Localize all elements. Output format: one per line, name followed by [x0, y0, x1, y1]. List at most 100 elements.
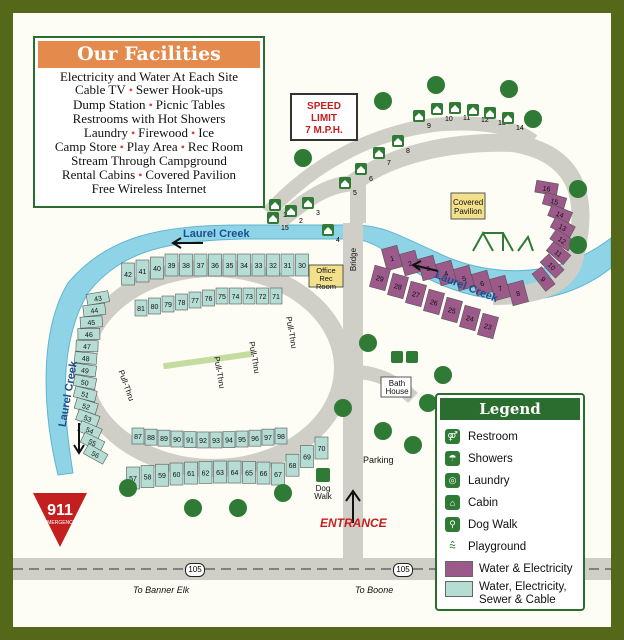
- facility-line: Cable TV • Sewer Hook-ups: [35, 83, 263, 97]
- svg-text:15: 15: [281, 225, 289, 232]
- facilities-box: Our Facilities Electricity and Water At …: [33, 36, 265, 208]
- tree: [569, 236, 587, 254]
- cabin-4: 4: [322, 224, 340, 244]
- legend-box: Legend ⚤Restroom ☂Showers ◎Laundry ⌂Cabi…: [435, 393, 585, 611]
- site-77: 77: [188, 291, 202, 309]
- cabin-3: 3: [302, 197, 320, 217]
- svg-text:11: 11: [463, 115, 470, 122]
- svg-text:74: 74: [232, 294, 240, 301]
- svg-text:94: 94: [225, 438, 233, 445]
- svg-text:80: 80: [151, 304, 159, 311]
- site-90: 90: [170, 430, 184, 448]
- facility-item: Electricity and Water At Each Site: [59, 69, 239, 84]
- road-upper-cabins: [262, 116, 538, 218]
- svg-text:97: 97: [264, 435, 272, 442]
- facility-line: Electricity and Water At Each Site: [35, 70, 263, 83]
- svg-text:1: 1: [390, 256, 396, 264]
- bullet-dot: •: [125, 83, 136, 98]
- legend-full-hookup: Water, Electricity, Sewer & Cable: [445, 581, 579, 607]
- svg-text:57: 57: [129, 476, 137, 483]
- site-98: 98: [274, 427, 288, 445]
- svg-text:93: 93: [212, 438, 220, 445]
- emergency-text: EMERGENCY: [44, 520, 77, 526]
- svg-text:42: 42: [124, 272, 132, 279]
- bullet-dot: •: [177, 140, 188, 155]
- svg-text:47: 47: [83, 344, 91, 351]
- tree: [334, 399, 352, 417]
- legend-title: Legend: [440, 398, 580, 420]
- svg-text:73: 73: [245, 294, 253, 301]
- tree: [184, 499, 202, 517]
- site-43: 43: [85, 290, 110, 306]
- legend-laundry: ◎Laundry: [445, 473, 510, 488]
- svg-text:98: 98: [277, 434, 285, 441]
- site-50: 50: [72, 374, 98, 390]
- svg-text:25: 25: [447, 307, 456, 316]
- svg-text:8: 8: [516, 291, 522, 299]
- svg-text:69: 69: [303, 455, 311, 462]
- svg-text:16: 16: [542, 185, 551, 193]
- site-63: 63: [213, 460, 227, 484]
- svg-text:92: 92: [199, 438, 207, 445]
- site-49: 49: [73, 362, 98, 378]
- dog-walk-label: Dog Walk: [314, 484, 332, 501]
- facilities-title: Our Facilities: [38, 41, 260, 68]
- site-23: 23: [477, 312, 499, 340]
- site-79: 79: [161, 295, 175, 313]
- svg-text:14: 14: [555, 211, 565, 220]
- svg-text:37: 37: [197, 263, 205, 270]
- site-16: 16: [534, 179, 559, 197]
- svg-text:59: 59: [158, 473, 166, 480]
- site-87: 87: [131, 427, 145, 445]
- playground-icon: ⩯: [448, 539, 456, 553]
- svg-text:71: 71: [272, 294, 280, 301]
- facility-item: Free Wireless Internet: [91, 181, 207, 197]
- svg-text:41: 41: [139, 269, 147, 276]
- site-74: 74: [229, 287, 242, 305]
- svg-text:31: 31: [284, 263, 292, 270]
- site-73: 73: [242, 287, 256, 305]
- bullet-dot: •: [145, 97, 156, 112]
- tree: [359, 334, 377, 352]
- facility-item: Firewood: [138, 124, 188, 140]
- svg-text:38: 38: [182, 263, 190, 270]
- svg-text:62: 62: [202, 470, 210, 477]
- svg-text:13: 13: [557, 223, 567, 233]
- svg-text:51: 51: [80, 391, 89, 400]
- facility-item: Laundry: [83, 124, 128, 140]
- site-28: 28: [387, 272, 409, 300]
- dog-walk-icon: ⚲: [445, 517, 460, 532]
- bath-house-label: Bath House: [385, 379, 409, 396]
- svg-text:3: 3: [316, 210, 320, 217]
- site-36: 36: [208, 253, 222, 277]
- site-91: 91: [183, 431, 197, 448]
- office-building: [308, 264, 344, 288]
- bullet-dot: •: [116, 140, 127, 155]
- svg-text:9: 9: [538, 276, 546, 283]
- facility-item: Restrooms with Hot Showers: [72, 111, 226, 127]
- cabin-10: 10: [431, 103, 453, 123]
- facility-item: Play Area: [126, 139, 178, 155]
- site-61: 61: [184, 461, 198, 485]
- tree: [419, 394, 437, 412]
- to-boone-label: To Boone: [355, 585, 394, 595]
- site-24: 24: [459, 304, 481, 332]
- cabin-14: 14: [502, 112, 524, 132]
- site-31: 31: [280, 253, 295, 277]
- svg-text:2: 2: [408, 261, 414, 269]
- cabin-1: 1: [269, 199, 287, 219]
- facility-item: Ice: [198, 124, 215, 140]
- emergency-911-icon: 911 EMERGENCY: [33, 493, 87, 547]
- svg-text:36: 36: [211, 263, 219, 270]
- site-80: 80: [148, 297, 161, 315]
- svg-text:50: 50: [80, 379, 89, 387]
- facility-item: Camp Store: [54, 139, 117, 155]
- svg-text:26: 26: [429, 299, 438, 308]
- site-58: 58: [140, 465, 155, 488]
- svg-text:60: 60: [173, 472, 181, 479]
- site-45: 45: [79, 315, 104, 329]
- site-27: 27: [405, 280, 427, 308]
- svg-text:1: 1: [283, 212, 287, 219]
- svg-text:79: 79: [164, 302, 172, 309]
